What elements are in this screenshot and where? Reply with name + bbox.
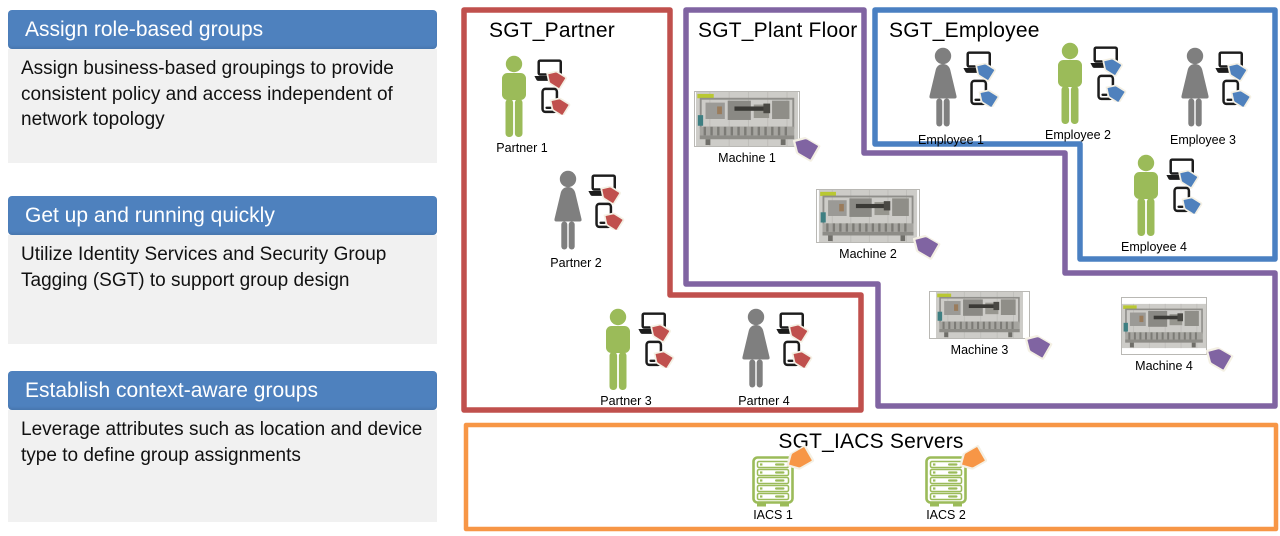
female-person-icon [736, 308, 776, 392]
machine-3: Machine 3 [929, 291, 1053, 361]
employee-2: Employee 2 [1045, 42, 1090, 142]
machine-label: Machine 3 [950, 343, 1009, 357]
device-cluster-icon [636, 312, 682, 368]
panel-body-text: Assign business-based groupings to provi… [8, 49, 437, 163]
partner-group-title: SGT_Partner [489, 19, 615, 42]
panel-header: Assign role-based groups [8, 10, 437, 49]
person-label: Partner 4 [738, 394, 790, 408]
employee-3: Employee 3 [1170, 47, 1215, 147]
machine-photo [816, 189, 920, 243]
machine-label: Machine 2 [839, 247, 897, 261]
partner-3: Partner 3 [598, 308, 638, 408]
person-label: Employee 2 [1044, 128, 1111, 142]
male-person-icon [1050, 42, 1090, 126]
device-cluster-icon [774, 312, 820, 368]
person-label: Partner 1 [496, 141, 548, 155]
partner-1: Partner 1 [494, 55, 534, 155]
server-label: IACS 1 [753, 508, 793, 522]
machine-label: Machine 1 [718, 151, 776, 165]
panel-header: Establish context-aware groups [8, 371, 437, 410]
device-cluster-icon [1213, 51, 1259, 107]
machine-photo [694, 91, 800, 147]
info-panel-3: Establish context-aware groups Leverage … [8, 371, 437, 522]
partner-group-outline [461, 7, 864, 413]
device-cluster-icon [586, 174, 632, 230]
info-panel-2: Get up and running quickly Utilize Ident… [8, 196, 437, 344]
iacs-group-title: SGT_IACS Servers [778, 430, 964, 453]
person-label: Employee 1 [917, 133, 984, 147]
panel-title: Assign role-based groups [25, 18, 264, 41]
person-label: Employee 3 [1169, 133, 1236, 147]
device-cluster-icon [1088, 46, 1134, 102]
device-cluster-icon [532, 59, 578, 115]
employee-1: Employee 1 [918, 47, 963, 147]
panel-body-text: Utilize Identity Services and Security G… [8, 235, 437, 344]
machine-4: Machine 4 [1121, 297, 1234, 373]
female-person-icon [1175, 47, 1215, 131]
person-label: Partner 2 [550, 256, 602, 270]
partner-4: Partner 4 [736, 308, 776, 408]
device-cluster-icon [1164, 158, 1210, 214]
machine-2: Machine 2 [816, 189, 941, 261]
iacs-server-1: IACS 1 [752, 444, 815, 522]
machine-photo [1121, 297, 1207, 355]
male-person-icon [1126, 154, 1166, 238]
plant-floor-group-outline [683, 7, 1278, 409]
machine-photo [929, 291, 1030, 339]
female-person-icon [923, 47, 963, 131]
employee-4: Employee 4 [1121, 154, 1166, 254]
female-person-icon [548, 170, 588, 254]
partner-2: Partner 2 [548, 170, 588, 270]
panel-title: Get up and running quickly [25, 204, 275, 227]
device-cluster-icon [961, 51, 1007, 107]
employee-group-title: SGT_Employee [889, 19, 1040, 42]
panel-header: Get up and running quickly [8, 196, 437, 235]
machine-label: Machine 4 [1135, 359, 1193, 373]
iacs-group-outline [463, 422, 1279, 532]
employee-group-outline [872, 7, 1278, 262]
server-label: IACS 2 [926, 508, 966, 522]
person-label: Employee 4 [1120, 240, 1187, 254]
iacs-server-2: IACS 2 [925, 444, 988, 522]
panel-body-text: Leverage attributes such as location and… [8, 410, 437, 522]
person-label: Partner 3 [600, 394, 652, 408]
plant-floor-group-title: SGT_Plant Floor [698, 19, 858, 42]
info-panel-1: Assign role-based groups Assign business… [8, 10, 437, 163]
machine-1: Machine 1 [694, 91, 821, 165]
male-person-icon [598, 308, 638, 392]
male-person-icon [494, 55, 534, 139]
panel-title: Establish context-aware groups [25, 379, 318, 402]
